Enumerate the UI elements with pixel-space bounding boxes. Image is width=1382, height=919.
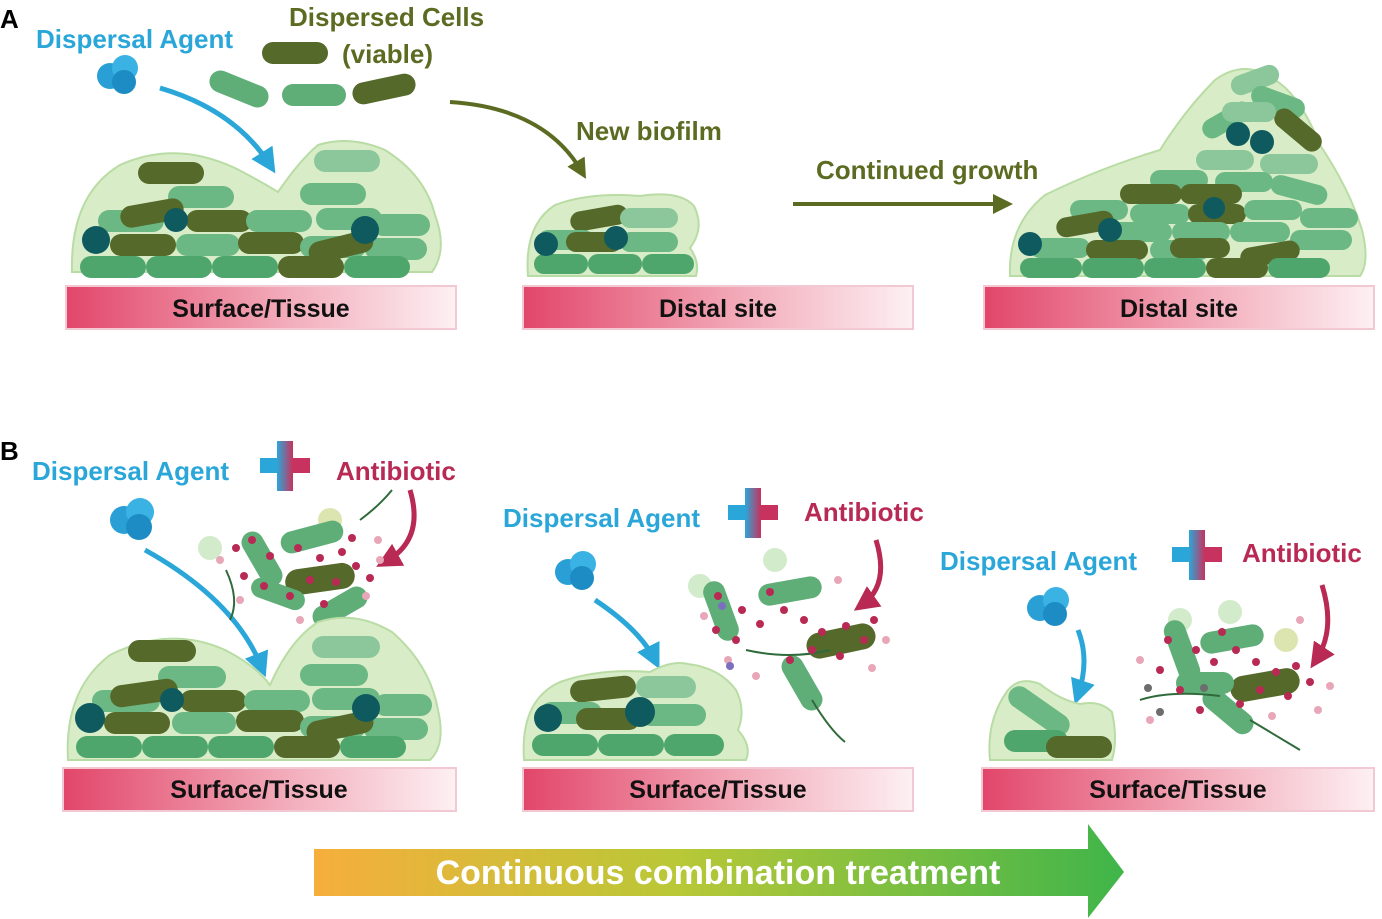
b2-dispersal-molecule-icon bbox=[555, 551, 596, 590]
b2-dispersal-agent-label: Dispersal Agent bbox=[503, 503, 700, 533]
b1-plus-icon bbox=[260, 441, 310, 491]
biofilm-mature-a bbox=[70, 140, 442, 278]
b1-dispersed-cells bbox=[198, 489, 393, 628]
b2-dispersal-arrow bbox=[593, 597, 660, 669]
b3-dispersed-cells bbox=[1136, 600, 1334, 751]
surface-bar-a2 bbox=[522, 285, 914, 330]
dispersed-cells-viable-label: (viable) bbox=[342, 39, 433, 69]
b3-biofilm-remnant bbox=[988, 680, 1116, 761]
dispersal-agent-label: Dispersal Agent bbox=[36, 24, 233, 54]
b2-antibiotic-label: Antibiotic bbox=[804, 497, 924, 527]
dispersed-cells-label: Dispersed Cells bbox=[289, 2, 484, 32]
b1-dispersal-arrow bbox=[143, 547, 269, 678]
surface-label-a2: Distal site bbox=[659, 295, 777, 323]
surface-bar-b3 bbox=[981, 767, 1375, 812]
surface-label-b2: Surface/Tissue bbox=[629, 776, 807, 804]
dispersal-agent-molecule-icon bbox=[97, 55, 138, 94]
spread-arrow bbox=[449, 100, 587, 179]
new-biofilm-label: New biofilm bbox=[576, 116, 722, 146]
b2-dispersed-cells bbox=[688, 548, 890, 743]
b1-dispersal-molecule-icon bbox=[110, 498, 154, 540]
panel-b-letter: B bbox=[0, 436, 19, 466]
b3-antibiotic-arrow bbox=[1310, 584, 1335, 669]
b3-plus-icon bbox=[1172, 530, 1222, 580]
surface-label-a1: Surface/Tissue bbox=[172, 295, 350, 323]
surface-bar-a1 bbox=[65, 285, 457, 330]
b3-dispersal-agent-label: Dispersal Agent bbox=[940, 546, 1137, 576]
b3-antibiotic-label: Antibiotic bbox=[1242, 538, 1362, 568]
b3-dispersal-molecule-icon bbox=[1027, 587, 1069, 626]
surface-bar-b1 bbox=[62, 767, 457, 812]
b1-dispersal-agent-label: Dispersal Agent bbox=[32, 456, 229, 486]
biofilm-grown bbox=[1008, 64, 1367, 278]
surface-label-a3: Distal site bbox=[1120, 295, 1238, 323]
b1-antibiotic-label: Antibiotic bbox=[336, 456, 456, 486]
surface-bar-a3 bbox=[983, 285, 1375, 330]
b1-biofilm bbox=[66, 616, 442, 761]
surface-label-b1: Surface/Tissue bbox=[170, 776, 348, 804]
dispersed-cells bbox=[209, 42, 416, 108]
surface-label-b3: Surface/Tissue bbox=[1089, 776, 1267, 804]
b2-plus-icon bbox=[728, 488, 778, 538]
dispersal-arrow bbox=[159, 85, 276, 174]
panel-a-letter: A bbox=[0, 4, 19, 34]
biofilm-new bbox=[526, 193, 700, 277]
b2-antibiotic-arrow bbox=[853, 539, 884, 611]
treatment-arrow bbox=[314, 824, 1124, 918]
treatment-arrow-label: Continuous combination treatment bbox=[436, 854, 1001, 892]
continued-growth-label: Continued growth bbox=[816, 155, 1038, 185]
b2-biofilm bbox=[522, 662, 749, 761]
b3-dispersal-arrow bbox=[1071, 629, 1095, 705]
b1-antibiotic-arrow bbox=[376, 489, 417, 567]
surface-bar-b2 bbox=[522, 767, 914, 812]
